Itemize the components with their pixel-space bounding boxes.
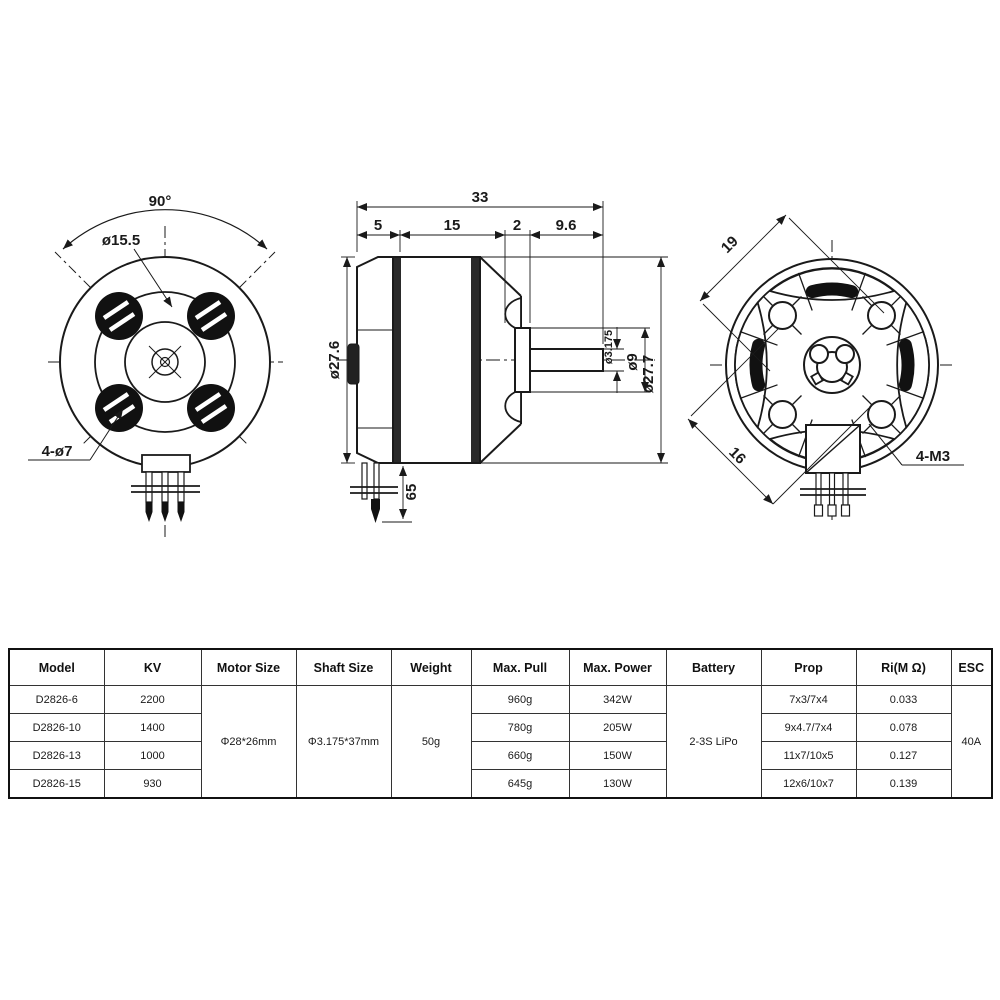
header-prop: Prop — [760, 648, 857, 686]
header-ri: Ri(M Ω) — [855, 648, 952, 686]
side-body-width-label: 15 — [444, 217, 461, 234]
rear-view-wires — [800, 424, 866, 517]
spec-table: Model KV Motor Size Shaft Size Weight Ma… — [8, 648, 993, 799]
front-angle-label: 90° — [149, 193, 172, 210]
cell-weight: 50g — [390, 685, 472, 799]
cell-model: D2826-10 — [8, 713, 105, 742]
cell-max-power: 342W — [568, 685, 667, 714]
header-esc: ESC — [950, 648, 993, 686]
rear-screw-holes — [763, 296, 901, 434]
cell-shaft-size: Φ3.175*37mm — [295, 685, 392, 799]
cell-max-power: 130W — [568, 769, 667, 799]
cell-esc: 40A — [950, 685, 993, 799]
cell-kv: 1400 — [103, 713, 202, 742]
technical-drawing: 90° ø15.5 4-ø7 — [28, 189, 964, 538]
rear-screw-holes-label: 4-M3 — [916, 448, 950, 465]
header-model: Model — [8, 648, 105, 686]
cell-max-pull: 780g — [470, 713, 570, 742]
header-max-power: Max. Power — [568, 648, 667, 686]
cell-kv: 930 — [103, 769, 202, 799]
cell-ri: 0.139 — [855, 769, 952, 799]
cell-prop: 11x7/10x5 — [760, 741, 857, 770]
rear-spacing-16-label: 16 — [725, 444, 749, 468]
rear-spacing-19-label: 19 — [718, 233, 742, 257]
table-header-row: Model KV Motor Size Shaft Size Weight Ma… — [8, 648, 993, 686]
front-mount-holes — [95, 292, 235, 432]
header-shaft-size: Shaft Size — [295, 648, 392, 686]
front-view-drawing: 90° ø15.5 4-ø7 — [28, 193, 283, 538]
cell-max-pull: 645g — [470, 769, 570, 799]
cell-max-pull: 960g — [470, 685, 570, 714]
cell-motor-size: Φ28*26mm — [200, 685, 297, 799]
side-shaft-diameter-label: ø3.175 — [603, 330, 615, 364]
front-inner-diameter-label: ø15.5 — [102, 232, 140, 249]
side-shaft-length-label: 9.6 — [556, 217, 577, 234]
cell-kv: 1000 — [103, 741, 202, 770]
table-row: D2826-6 2200 Φ28*26mm Φ3.175*37mm 50g 96… — [8, 685, 993, 799]
front-view-wires — [131, 454, 200, 522]
cell-prop: 12x6/10x7 — [760, 769, 857, 799]
side-view-wires — [350, 462, 398, 523]
cell-prop: 7x3/7x4 — [760, 685, 857, 714]
cell-ri: 0.033 — [855, 685, 952, 714]
header-weight: Weight — [390, 648, 472, 686]
side-flange-width-label: 5 — [374, 217, 382, 234]
cell-max-pull: 660g — [470, 741, 570, 770]
side-collar-width-label: 2 — [513, 217, 521, 234]
side-hub-diameter-label: ø9 — [624, 353, 641, 371]
side-outer-diameter-label: ø27.7 — [640, 355, 657, 393]
cell-model: D2826-13 — [8, 741, 105, 770]
rear-bearing — [803, 336, 861, 394]
header-battery: Battery — [665, 648, 762, 686]
cell-battery: 2-3S LiPo — [665, 685, 762, 799]
header-max-pull: Max. Pull — [470, 648, 570, 686]
table-row: D2826-13 1000 660g 150W 11x7/10x5 0.127 — [8, 741, 992, 770]
side-view-drawing: 33 5 15 2 9.6 ø27.6 ø3.175 ø9 ø27.7 65 — [326, 189, 668, 523]
cell-kv: 2200 — [103, 685, 202, 714]
side-wire-length-label: 65 — [403, 484, 420, 501]
table-row: D2826-15 930 645g 130W 12x6/10x7 0.139 — [8, 769, 992, 799]
side-body-diameter-label: ø27.6 — [326, 341, 343, 379]
rear-view-drawing: 19 16 4-M3 — [687, 214, 964, 520]
cell-ri: 0.078 — [855, 713, 952, 742]
header-kv: KV — [103, 648, 202, 686]
cell-model: D2826-15 — [8, 769, 105, 799]
side-total-length-label: 33 — [472, 189, 489, 206]
cell-ri: 0.127 — [855, 741, 952, 770]
cell-model: D2826-6 — [8, 685, 105, 714]
header-motor-size: Motor Size — [200, 648, 297, 686]
front-mount-holes-label: 4-ø7 — [42, 443, 73, 460]
cell-max-power: 205W — [568, 713, 667, 742]
cell-prop: 9x4.7/7x4 — [760, 713, 857, 742]
cell-max-power: 150W — [568, 741, 667, 770]
table-row: D2826-10 1400 780g 205W 9x4.7/7x4 0.078 — [8, 713, 992, 742]
